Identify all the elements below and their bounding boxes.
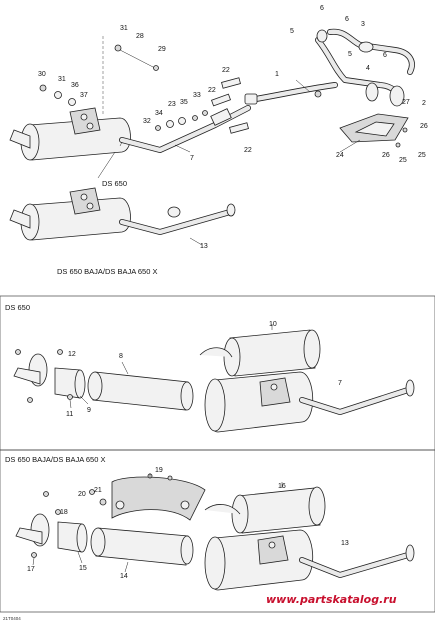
callout-13-top: 13 — [200, 243, 208, 250]
callout-36: 36 — [71, 82, 79, 89]
callout-6b: 6 — [345, 16, 349, 23]
section-baja: DS 650 BAJA/DS BAJA 650 X — [0, 449, 435, 613]
callout-20: 20 — [78, 491, 86, 498]
callout-26b: 26 — [382, 152, 390, 159]
callout-12: 12 — [68, 351, 76, 358]
callout-31b: 31 — [58, 76, 66, 83]
callout-21: 21 — [94, 487, 102, 494]
section-ds650-title: DS 650 — [5, 303, 30, 312]
callout-32: 32 — [143, 118, 151, 125]
callout-1: 1 — [275, 71, 279, 78]
section-baja-title: DS 650 BAJA/DS BAJA 650 X — [5, 455, 105, 464]
callout-26a: 26 — [420, 123, 428, 130]
callout-24: 24 — [336, 152, 344, 159]
callout-6c: 6 — [383, 52, 387, 59]
callout-22b: 22 — [208, 87, 216, 94]
caption-top-ds650: DS 650 — [102, 179, 127, 188]
callout-13-baja: 13 — [341, 540, 349, 547]
callout-3: 3 — [361, 21, 365, 28]
callout-25b: 25 — [418, 152, 426, 159]
callout-37: 37 — [80, 92, 88, 99]
callout-25a: 25 — [399, 157, 407, 164]
callout-23: 23 — [168, 101, 176, 108]
section-ds650: DS 650 12 8 — [0, 295, 435, 451]
callout-7-top: 7 — [190, 155, 194, 162]
callout-7-ds: 7 — [338, 380, 342, 387]
callout-4: 4 — [366, 65, 370, 72]
top-callouts: 6 6 3 5 5 6 4 1 27 2 26 24 26 25 25 31 2… — [38, 5, 428, 276]
callout-5a: 5 — [290, 28, 294, 35]
callout-8: 8 — [119, 353, 123, 360]
callout-29: 29 — [158, 46, 166, 53]
callout-2: 2 — [422, 100, 426, 107]
callout-14: 14 — [120, 573, 128, 580]
callout-31a: 31 — [120, 25, 128, 32]
callout-16: 16 — [278, 483, 286, 490]
top-assembly — [9, 28, 415, 246]
callout-6a: 6 — [320, 5, 324, 12]
callout-19: 19 — [155, 467, 163, 474]
callout-28: 28 — [136, 33, 144, 40]
callout-22a: 22 — [222, 67, 230, 74]
callout-33: 33 — [193, 92, 201, 99]
callout-9: 9 — [87, 407, 91, 414]
callout-22c: 22 — [244, 147, 252, 154]
drawing-code: 21T0404 — [3, 616, 21, 621]
callout-35: 35 — [180, 99, 188, 106]
watermark-link: www.partskatalog.ru — [266, 593, 397, 606]
callout-34: 34 — [155, 110, 163, 117]
callout-10: 10 — [269, 321, 277, 328]
callout-18: 18 — [60, 509, 68, 516]
callout-15: 15 — [79, 565, 87, 572]
callout-27: 27 — [402, 99, 410, 106]
callout-5b: 5 — [348, 51, 352, 58]
callout-17: 17 — [27, 566, 35, 573]
caption-top-baja: DS 650 BAJA/DS BAJA 650 X — [57, 267, 157, 276]
callout-30: 30 — [38, 71, 46, 78]
callout-11: 11 — [66, 411, 73, 418]
